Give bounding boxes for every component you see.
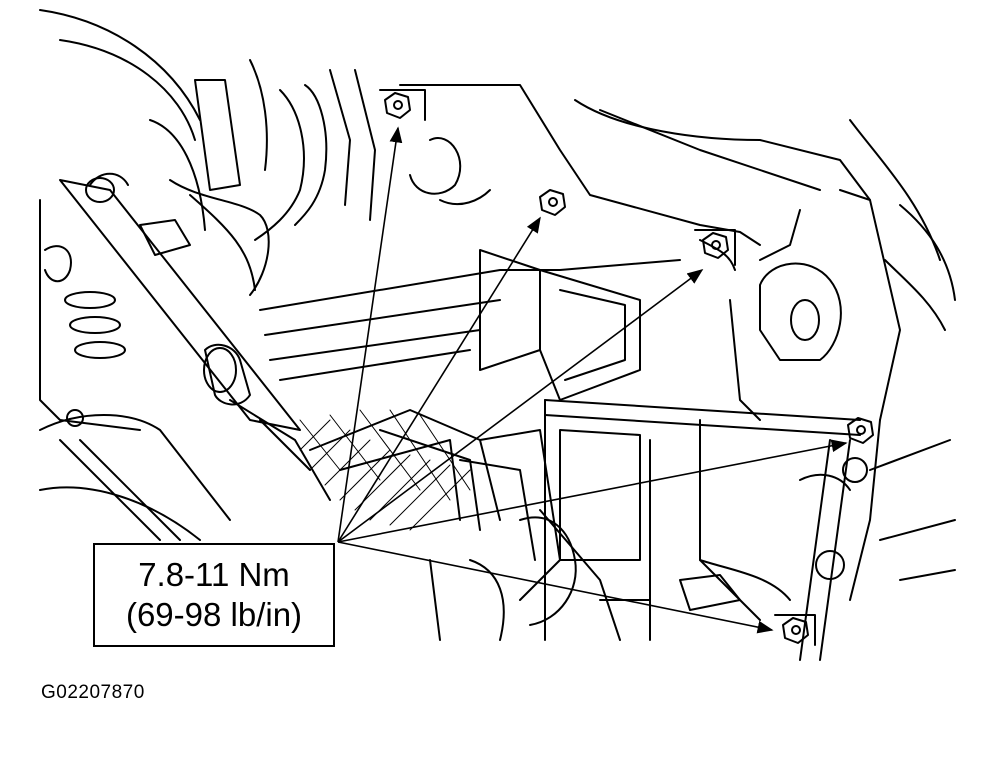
upper-left-components [39,9,376,296]
leader-arrow [337,439,848,543]
leader-arrow [337,216,541,543]
bolt-icon [379,89,426,121]
bolt-icon [539,189,566,216]
oil-pan-housing [259,84,861,641]
drive-shaft [59,172,331,501]
bolt-icon [847,417,874,444]
left-bracket [39,199,231,541]
leader-arrow [337,269,704,543]
leader-arrows [337,126,848,634]
bolt-heads [379,89,874,646]
figure-id: G02207870 [41,682,145,703]
transmission-lower [309,409,741,641]
bolt-icon [774,614,816,646]
leader-arrow [337,541,774,634]
torque-metric: 7.8-11 Nm [138,556,290,593]
right-frame [574,99,956,661]
bolt-icon [694,229,736,266]
torque-spec-callout: 7.8-11 Nm (69-98 lb/in) [93,543,335,647]
leader-arrow [337,126,403,543]
torque-imperial: (69-98 lb/in) [125,596,303,633]
hatched-shading [299,409,471,531]
